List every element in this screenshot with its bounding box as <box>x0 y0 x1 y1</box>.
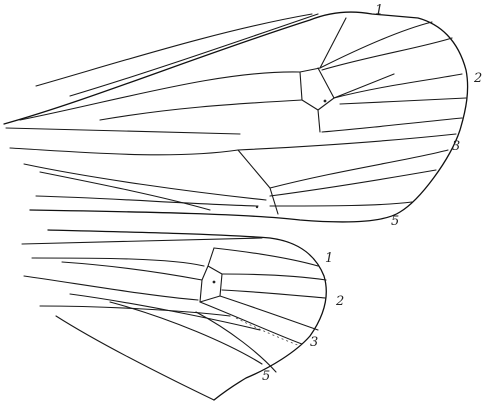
hindwing-vein-3 <box>222 290 326 298</box>
forewing-vein-10 <box>270 202 412 206</box>
forewing-label-2: 2 <box>473 71 482 86</box>
forewing-vein-8 <box>270 150 448 188</box>
forewing-radius-vein <box>20 72 300 120</box>
forewing-outline <box>4 12 468 222</box>
forewing-vein-c <box>36 196 258 206</box>
forewing-vein-6 <box>238 134 456 150</box>
forewing-apex-vein-1 <box>320 22 432 68</box>
hindwing-vein-4 <box>220 296 318 330</box>
hindwing-vein-1 <box>214 248 318 266</box>
forewing-label-5: 5 <box>391 214 399 229</box>
forewing-label-1: 1 <box>375 3 383 18</box>
hindwing-vein-6 <box>196 312 276 372</box>
forewing-base-vein <box>6 128 240 134</box>
hindwing-label-2: 2 <box>335 294 344 309</box>
hindwing-vein-a <box>32 258 204 266</box>
hindwing-vein-b <box>62 262 202 280</box>
forewing-vein-9 <box>270 170 436 196</box>
hindwing-discal-cell <box>200 248 222 302</box>
forewing-vein-5 <box>322 118 462 132</box>
forewing-label-3: 3 <box>452 139 460 154</box>
forewing-vein-7 <box>238 150 278 214</box>
forewing-vein-d <box>40 172 210 210</box>
hindwing: 1 2 3 5 <box>22 230 344 400</box>
forewing-discal-cell <box>300 18 394 132</box>
hindwing-vein-c <box>24 276 198 300</box>
forewing-vein-3 <box>334 74 462 98</box>
hindwing-label-5: 5 <box>262 369 270 384</box>
forewing-vein-4 <box>340 98 466 104</box>
forewing: 1 2 3 5 <box>4 3 482 229</box>
hindwing-costa-vein <box>22 238 262 244</box>
forewing-vein-a <box>10 148 238 155</box>
hindwing-vein-2 <box>222 274 326 280</box>
hindwing-label-3: 3 <box>310 335 318 350</box>
forewing-radial-branch <box>100 100 302 120</box>
forewing-dot <box>324 100 327 103</box>
forewing-costa-vein <box>36 14 312 86</box>
hindwing-outline <box>48 230 326 400</box>
hindwing-label-1: 1 <box>325 251 333 266</box>
hindwing-dot <box>213 281 216 284</box>
forewing-dot-2 <box>256 206 258 208</box>
hindwing-dashed-vein <box>236 318 300 346</box>
forewing-subcosta-vein <box>70 14 318 96</box>
forewing-apex-vein-2 <box>322 38 452 70</box>
